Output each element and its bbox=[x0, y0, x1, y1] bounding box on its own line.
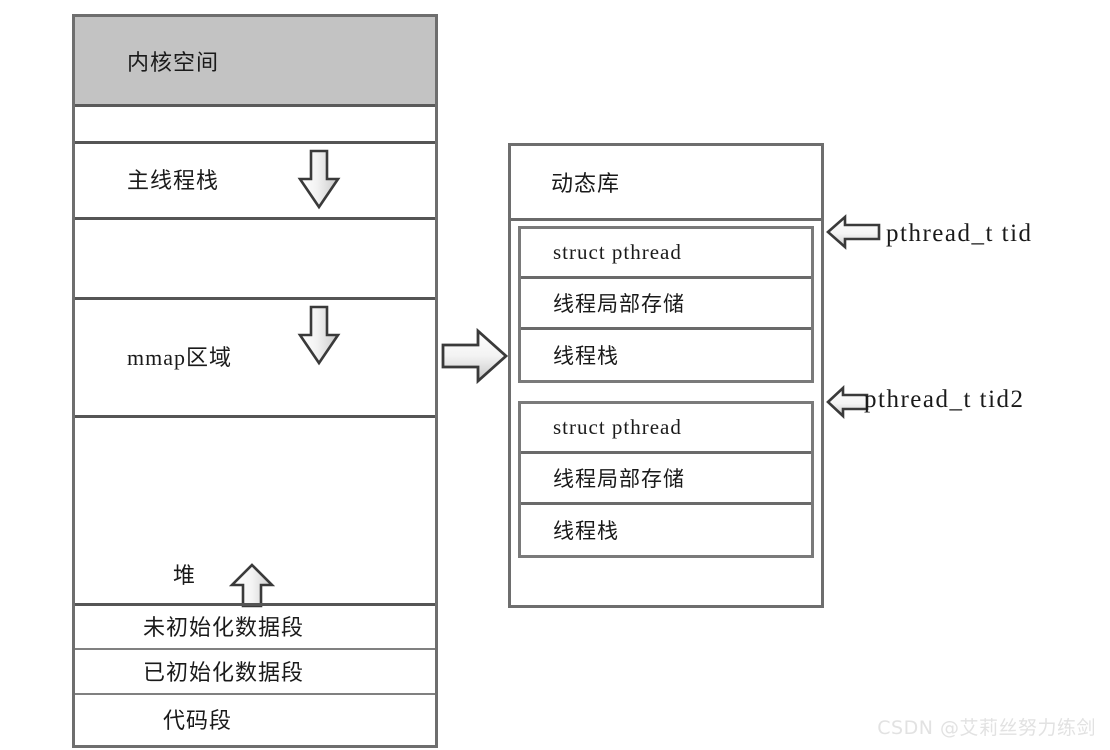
segment-label-main-thread-stack: 主线程栈 bbox=[127, 169, 220, 194]
tid-label-2: pthread_t tid2 bbox=[864, 386, 1025, 413]
segment-label-mmap-region: mmap区域 bbox=[127, 345, 232, 370]
divider-above-data bbox=[75, 648, 435, 650]
thread-1-row-thread-local-storage: 线程局部存储 bbox=[521, 276, 811, 327]
segment-label-heap: 堆 bbox=[173, 564, 197, 589]
right-arrow-icon-connector bbox=[440, 327, 510, 390]
process-address-space-box: 内核空间 主线程栈 bbox=[72, 14, 438, 748]
thread-1-row-struct-pthread: struct pthread bbox=[521, 229, 811, 276]
thread-1-label-struct-pthread: struct pthread bbox=[553, 240, 682, 264]
divider-below-library-header bbox=[511, 218, 821, 221]
dynamic-library-box: 动态库 struct pthread 线程局部存储 线程栈 struct pth… bbox=[508, 143, 824, 608]
divider-below-main-stack bbox=[75, 217, 435, 220]
segment-kernel-space: 内核空间 bbox=[75, 17, 435, 107]
thread-2-row-thread-local-storage: 线程局部存储 bbox=[521, 451, 811, 502]
up-arrow-icon-heap bbox=[228, 563, 276, 614]
left-arrow-icon-tid2 bbox=[826, 385, 870, 424]
segment-text-code: 代码段 bbox=[75, 693, 435, 745]
segment-main-thread-stack: 主线程栈 bbox=[75, 141, 435, 217]
thread-1-label-thread-stack: 线程栈 bbox=[553, 344, 619, 368]
tid-label-1: pthread_t tid bbox=[886, 220, 1033, 247]
csdn-watermark: CSDN @艾莉丝努力练剑 bbox=[877, 717, 1096, 739]
divider-below-mmap bbox=[75, 415, 435, 418]
segment-label-text-code: 代码段 bbox=[163, 709, 233, 734]
divider-above-mmap bbox=[75, 297, 435, 300]
thread-2-label-struct-pthread: struct pthread bbox=[553, 415, 682, 439]
dynamic-library-header-label: 动态库 bbox=[551, 172, 621, 197]
thread-2-row-struct-pthread: struct pthread bbox=[521, 404, 811, 451]
divider-above-text bbox=[75, 693, 435, 695]
thread-1-row-thread-stack: 线程栈 bbox=[521, 327, 811, 380]
segment-label-kernel-space: 内核空间 bbox=[127, 50, 220, 76]
segment-label-bss: 未初始化数据段 bbox=[143, 615, 305, 641]
thread-1-label-thread-local-storage: 线程局部存储 bbox=[553, 292, 685, 316]
segment-heap: 堆 bbox=[75, 415, 435, 603]
divider-above-bss bbox=[75, 603, 435, 606]
thread-2-label-thread-stack: 线程栈 bbox=[553, 519, 619, 543]
segment-bss: 未初始化数据段 bbox=[75, 603, 435, 648]
thread-block-1: struct pthread 线程局部存储 线程栈 bbox=[518, 226, 814, 383]
thread-block-2: struct pthread 线程局部存储 线程栈 bbox=[518, 401, 814, 558]
thread-2-label-thread-local-storage: 线程局部存储 bbox=[553, 467, 685, 491]
segment-label-data: 已初始化数据段 bbox=[143, 660, 305, 686]
segment-gap-mid bbox=[75, 217, 435, 297]
dynamic-library-header: 动态库 bbox=[511, 146, 821, 218]
down-arrow-icon-main-stack bbox=[297, 149, 341, 216]
thread-2-row-thread-stack: 线程栈 bbox=[521, 502, 811, 555]
down-arrow-icon-mmap bbox=[297, 305, 341, 372]
segment-mmap-region: mmap区域 bbox=[75, 297, 435, 415]
divider-above-main-stack bbox=[75, 141, 435, 144]
segment-data: 已初始化数据段 bbox=[75, 648, 435, 693]
left-arrow-icon-tid1 bbox=[826, 214, 882, 255]
